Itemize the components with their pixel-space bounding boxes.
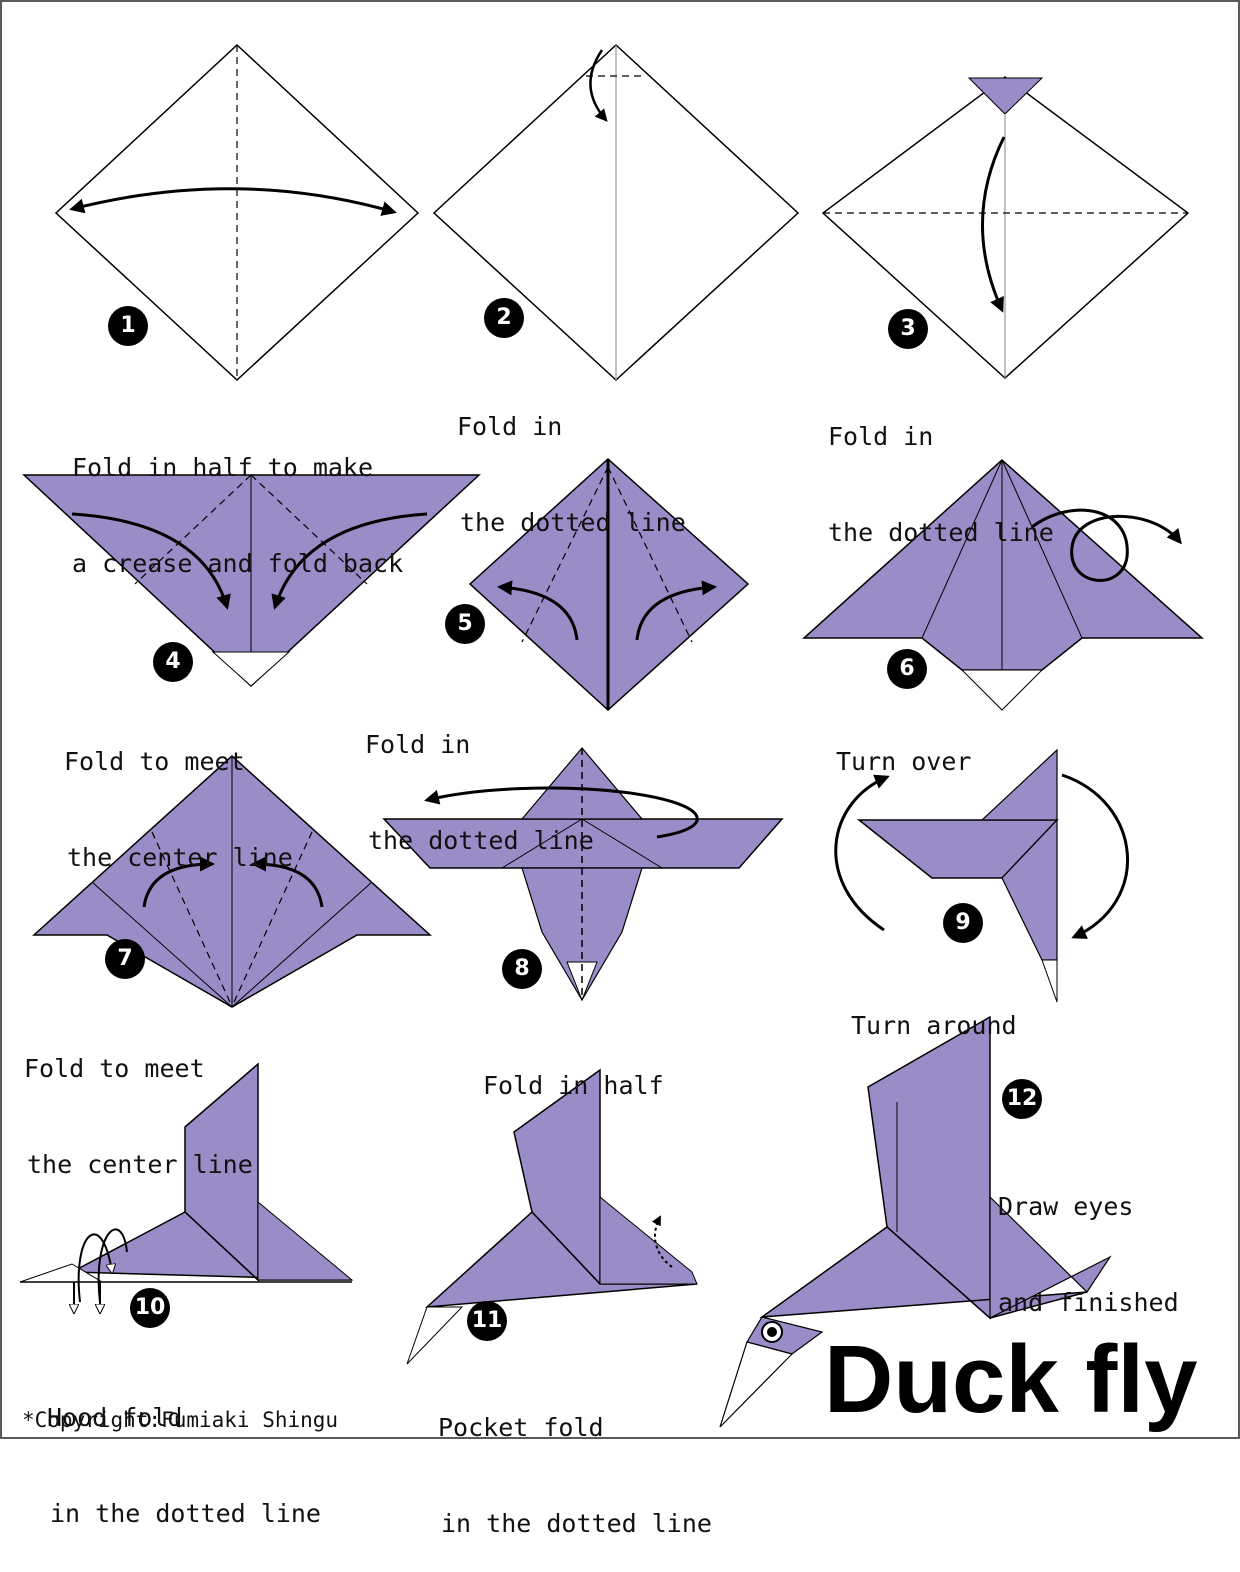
- caption-line: in the dotted line: [47, 1498, 321, 1530]
- white-tip: [962, 670, 1042, 710]
- paper-tail: [600, 1197, 697, 1284]
- page-title: Duck fly: [824, 1330, 1197, 1430]
- step-number-10: 10: [130, 1288, 170, 1328]
- caption-line: Fold in: [365, 729, 594, 761]
- step-number-2: 2: [484, 298, 524, 338]
- turn-around-arrow-right: [1062, 775, 1128, 937]
- paper-tail: [258, 1202, 352, 1280]
- caption-line: Turn over: [836, 746, 971, 778]
- step-number-5: 5: [445, 604, 485, 644]
- step-3-caption: Fold in the dotted line: [828, 357, 1054, 581]
- step-9-caption: Turn around: [851, 946, 1017, 1074]
- eye-pupil: [767, 1327, 777, 1337]
- step-number-11: 11: [467, 1301, 507, 1341]
- step-number-4: 4: [153, 642, 193, 682]
- instruction-sheet: 1 2 3 4 5 6 7 8 9 10 11 12 Fold in half …: [0, 0, 1240, 1439]
- step-7-caption: Fold to meet the center line: [24, 989, 253, 1213]
- step-1-caption: Fold in half to make a crease and fold b…: [72, 388, 403, 612]
- white-tip: [1042, 960, 1057, 1002]
- caption-line: Fold in: [828, 421, 1054, 453]
- caption-line: the center line: [64, 842, 293, 874]
- caption-line: and finished: [998, 1287, 1179, 1319]
- step-12-caption: Draw eyes and finished: [998, 1127, 1179, 1351]
- step-number-1: 1: [108, 306, 148, 346]
- step-10-caption: Hood fold in the dotted line: [47, 1338, 321, 1562]
- paper-head: [982, 750, 1057, 820]
- caption-line: Fold to meet: [64, 746, 293, 778]
- caption-line: the center line: [24, 1149, 253, 1181]
- step-4-caption: Fold to meet the center line: [64, 682, 293, 906]
- step-2-caption: Fold in the dotted line: [457, 347, 686, 571]
- caption-line: Fold in half: [483, 1070, 664, 1102]
- caption-line: the dotted line: [365, 825, 594, 857]
- step-5-caption: Fold in the dotted line: [365, 665, 594, 889]
- step-number-12: 12: [1002, 1079, 1042, 1119]
- white-beak: [720, 1342, 792, 1427]
- caption-line: Draw eyes: [998, 1191, 1179, 1223]
- caption-line: in the dotted line: [438, 1508, 712, 1540]
- step-number-3: 3: [888, 309, 928, 349]
- caption-line: Turn around: [851, 1010, 1017, 1042]
- caption-line: the dotted line: [828, 517, 1054, 549]
- caption-line: Fold in: [457, 411, 686, 443]
- step-11-caption: Pocket fold in the dotted line: [438, 1348, 712, 1572]
- step-number-9: 9: [943, 903, 983, 943]
- white-tip: [213, 652, 289, 686]
- caption-line: Fold in half to make: [72, 452, 403, 484]
- copyright-notice: *Copyright:Fumiaki Shingu: [22, 1406, 338, 1434]
- step-number-7: 7: [105, 939, 145, 979]
- caption-line: Pocket fold: [438, 1412, 712, 1444]
- step-8-caption: Fold in half: [483, 1006, 664, 1134]
- caption-line: the dotted line: [457, 507, 686, 539]
- step-3-figure: [823, 77, 1188, 378]
- caption-line: Fold to meet: [24, 1053, 253, 1085]
- step-number-8: 8: [502, 949, 542, 989]
- caption-line: a crease and fold back: [72, 548, 403, 580]
- step-6-caption: Turn over: [836, 682, 971, 810]
